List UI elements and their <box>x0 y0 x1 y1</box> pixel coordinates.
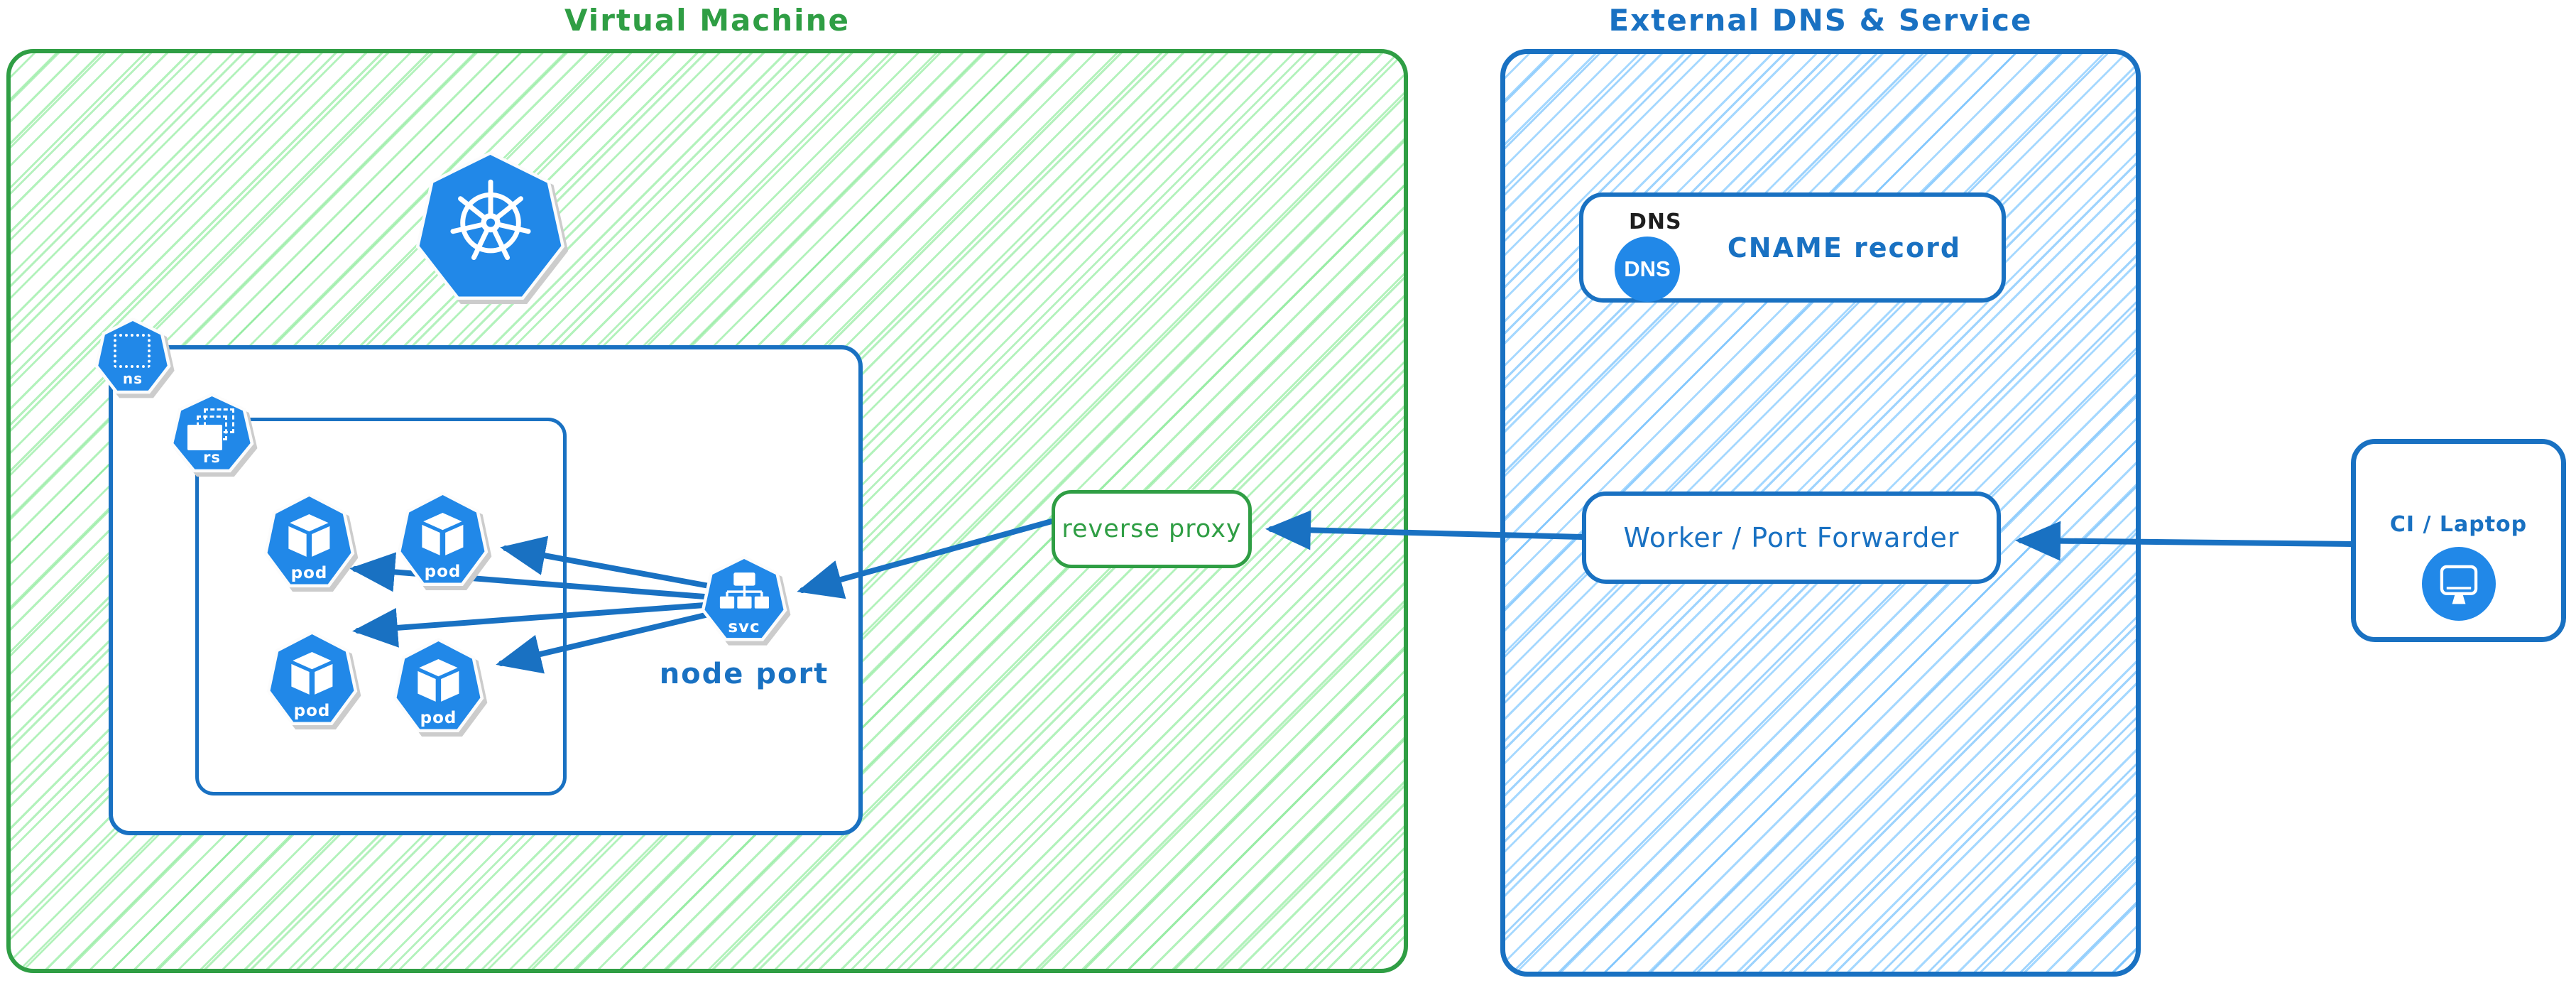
pod-icon-label: pod <box>293 701 331 720</box>
node-port-caption: node port <box>659 658 829 690</box>
arrow-ci-to-worker <box>2015 521 2354 561</box>
monitor-icon <box>2440 565 2477 604</box>
cube-icon <box>288 514 330 558</box>
pod-icon: pod <box>266 631 359 730</box>
cname-record-label: CNAME record <box>1727 232 1962 264</box>
arrow-proxy-to-nodeport <box>797 518 1054 599</box>
ci-laptop-node: CI / Laptop <box>2351 439 2566 642</box>
worker-label: Worker / Port Forwarder <box>1623 522 1960 553</box>
external-region-title: External DNS & Service <box>1608 3 2033 38</box>
kubernetes-logo-face <box>419 155 562 297</box>
pod-icon: pod <box>263 493 356 592</box>
cube-icon <box>422 513 464 556</box>
ci-device-badge <box>2421 547 2496 621</box>
dns-heading: DNS <box>1629 210 1682 234</box>
pod-icon-face: pod <box>267 496 351 585</box>
reverse-proxy-label: reverse proxy <box>1061 515 1242 543</box>
service-tree-icon <box>720 572 770 609</box>
reverse-proxy-node: reverse proxy <box>1052 490 1252 568</box>
arrow-svc-to-pod3 <box>352 602 707 648</box>
dns-node: DNS DNS CNAME record <box>1579 192 2006 303</box>
pod-icon-label: pod <box>290 563 328 582</box>
namespace-icon: ns <box>94 317 172 398</box>
dns-badge-icon: DNS <box>1615 237 1680 302</box>
ci-laptop-label: CI / Laptop <box>2389 512 2528 537</box>
service-icon: svc <box>700 555 788 646</box>
pod-icon-label: pod <box>424 562 462 581</box>
pod-icon: pod <box>392 638 485 737</box>
service-icon-face: svc <box>704 559 784 639</box>
namespace-icon-label: ns <box>122 369 143 387</box>
vm-region-title: Virtual Machine <box>564 3 850 38</box>
pod-icon-face: pod <box>400 495 485 583</box>
replica-solid-rect-icon <box>187 424 222 450</box>
arrow-worker-to-proxy <box>1265 510 1585 550</box>
namespace-icon-face: ns <box>98 321 168 391</box>
dotted-square-icon <box>114 333 151 368</box>
replicaset-icon: rs <box>169 393 255 477</box>
cube-icon <box>417 659 459 702</box>
arrow-svc-to-pod4 <box>496 611 714 674</box>
pod-icon-face: pod <box>396 641 481 729</box>
kubernetes-logo-icon <box>414 151 567 308</box>
arrow-svc-to-pod2 <box>500 536 716 590</box>
replicaset-icon-face: rs <box>173 396 251 469</box>
pod-icon-label: pod <box>420 708 457 727</box>
ship-wheel-icon <box>449 179 531 260</box>
replicaset-box <box>195 418 567 795</box>
replicaset-icon-label: rs <box>203 449 221 467</box>
arrow-svc-to-pod1 <box>349 552 707 599</box>
pod-icon-face: pod <box>270 634 354 722</box>
pod-icon: pod <box>396 492 489 591</box>
worker-port-forwarder-node: Worker / Port Forwarder <box>1582 492 2001 584</box>
service-icon-label: svc <box>728 617 760 636</box>
cube-icon <box>291 652 333 695</box>
